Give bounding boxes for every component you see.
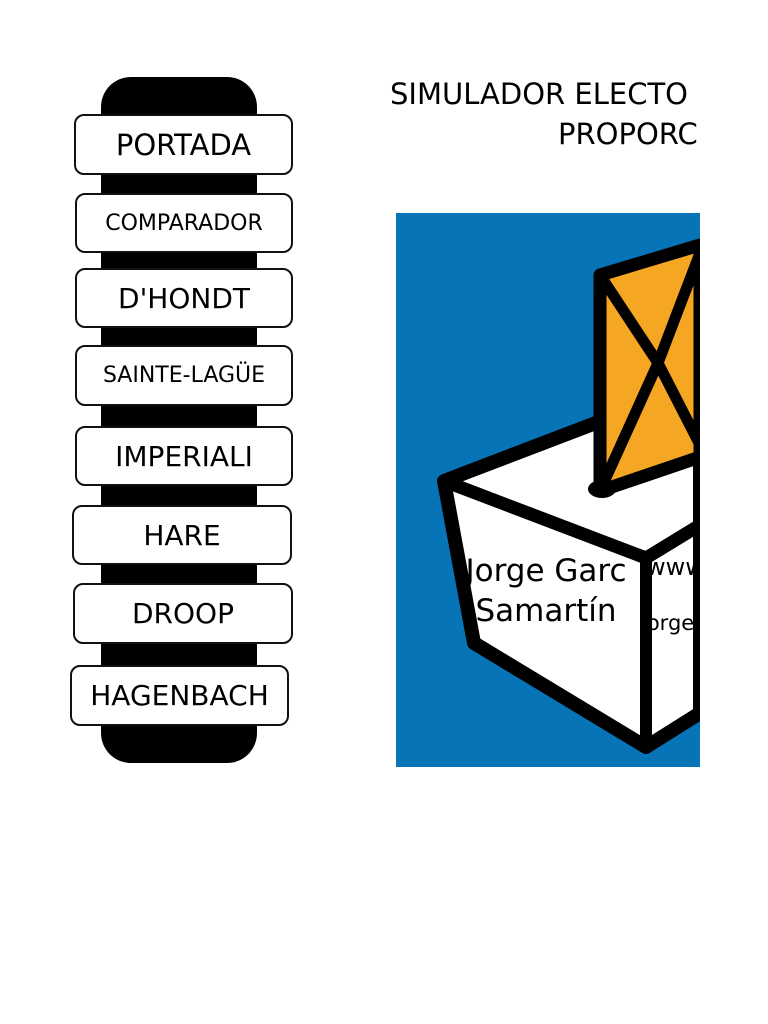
nav-button-dhondt[interactable]: D'HONDT [75, 268, 293, 328]
email-link[interactable]: jorge [641, 611, 695, 635]
nav-button-sainte-lague[interactable]: SAINTE-LAGÜE [75, 345, 293, 406]
cover-image: Jorge Garc Samartín www jorge [396, 213, 700, 767]
ballot-box-illustration [437, 238, 700, 754]
author-name: Jorge Garc Samartín [426, 551, 666, 631]
title-line-1: SIMULADOR ELECTO [390, 77, 688, 111]
nav-button-droop[interactable]: DROOP [73, 583, 293, 644]
nav-button-comparador[interactable]: COMPARADOR [75, 193, 293, 253]
nav-button-imperiali[interactable]: IMPERIALI [75, 426, 293, 486]
nav-button-portada[interactable]: PORTADA [74, 114, 293, 175]
author-line-1: Jorge Garc [465, 553, 627, 589]
page-title: SIMULADOR ELECTO PROPORC [390, 74, 700, 164]
nav-button-hare[interactable]: HARE [72, 505, 292, 565]
title-line-2: PROPORC [558, 117, 698, 151]
website-link[interactable]: www [646, 553, 700, 581]
ballot-slot-shadow [588, 480, 616, 498]
nav-spine [101, 77, 257, 763]
author-line-2: Samartín [475, 593, 617, 629]
envelope-fold-line [594, 357, 700, 494]
nav-button-hagenbach[interactable]: HAGENBACH [70, 665, 289, 726]
